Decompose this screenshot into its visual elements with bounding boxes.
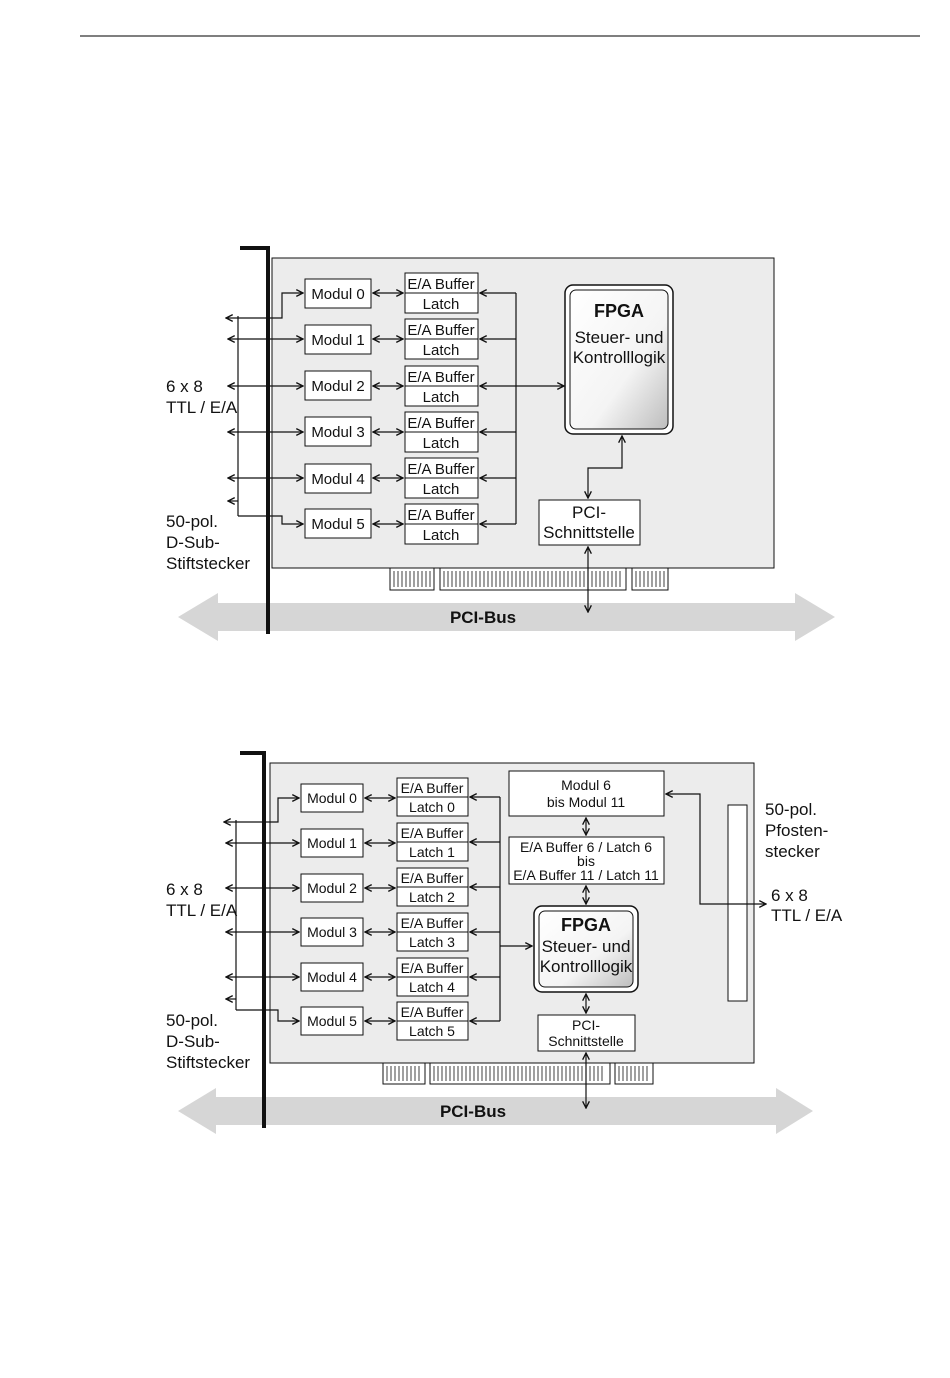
svg-text:E/A Buffer: E/A Buffer xyxy=(407,507,474,524)
pci-bus-label: PCI-Bus xyxy=(450,608,516,627)
connector-label-2: D-Sub- xyxy=(166,1032,220,1051)
svg-text:Latch: Latch xyxy=(423,389,460,406)
pci-line-1: PCI- xyxy=(572,1017,600,1033)
right-connector-label-3: stecker xyxy=(765,842,820,861)
module-0-label: Modul 0 xyxy=(311,286,364,303)
module-2-label: Modul 2 xyxy=(311,378,364,395)
right-io-link xyxy=(666,794,766,904)
diagram-1: PCI-Bus Modul 0 Modul 1 Modul 2 Modul xyxy=(166,246,835,641)
module-boxes xyxy=(300,783,364,1036)
svg-text:Latch 5: Latch 5 xyxy=(409,1023,455,1039)
buffer-range-3: E/A Buffer 11 / Latch 11 xyxy=(513,867,659,883)
fpga-sub-1: Steuer- und xyxy=(575,328,664,347)
buffer-range-2: bis xyxy=(577,853,595,869)
left-io-label-1: 6 x 8 xyxy=(166,880,203,899)
connector-label-1: 50-pol. xyxy=(166,1011,218,1030)
svg-text:Latch 4: Latch 4 xyxy=(409,979,455,995)
svg-text:Latch 0: Latch 0 xyxy=(409,799,455,815)
svg-text:Latch: Latch xyxy=(423,527,460,544)
svg-text:Latch: Latch xyxy=(423,481,460,498)
fpga-sub-2: Kontrolllogik xyxy=(540,957,633,976)
module-range-1: Modul 6 xyxy=(561,777,611,793)
buffer-latch-labels: E/A Buffer Latch 0 E/A Buffer Latch 1 E/… xyxy=(401,780,464,1039)
buffer-latch-boxes xyxy=(404,272,479,545)
module-buffer-arrows xyxy=(373,293,403,524)
pci-interface xyxy=(538,499,641,546)
svg-text:Latch: Latch xyxy=(423,435,460,452)
module-4-label: Modul 4 xyxy=(307,969,357,985)
internal-bus xyxy=(480,293,564,524)
pci-bus-arrow xyxy=(178,593,835,641)
left-io-label-2: TTL / E/A xyxy=(166,398,238,417)
edge-connector xyxy=(389,567,669,591)
module-2-label: Modul 2 xyxy=(307,880,357,896)
right-connector-label-2: Pfosten- xyxy=(765,821,828,840)
module-range-box xyxy=(508,770,665,817)
connector-label-2: D-Sub- xyxy=(166,533,220,552)
internal-bus xyxy=(470,797,532,1021)
left-io-label-2: TTL / E/A xyxy=(166,901,238,920)
module-3-label: Modul 3 xyxy=(311,424,364,441)
pci-interface xyxy=(537,1014,636,1052)
pci-bus-label: PCI-Bus xyxy=(440,1102,506,1121)
svg-text:E/A Buffer: E/A Buffer xyxy=(401,1004,464,1020)
right-io-label-1: 6 x 8 xyxy=(771,886,808,905)
pci-line-1: PCI- xyxy=(572,503,606,522)
fpga-chip xyxy=(569,289,669,430)
svg-text:E/A Buffer: E/A Buffer xyxy=(407,322,474,339)
connector-label-1: 50-pol. xyxy=(166,512,218,531)
buffer-latch-boxes xyxy=(396,777,469,1041)
fpga-pci-link xyxy=(588,436,622,498)
module-0-label: Modul 0 xyxy=(307,790,357,806)
svg-text:Latch 2: Latch 2 xyxy=(409,889,455,905)
svg-text:E/A Buffer: E/A Buffer xyxy=(407,369,474,386)
svg-text:E/A Buffer: E/A Buffer xyxy=(401,870,464,886)
svg-text:Latch 3: Latch 3 xyxy=(409,934,455,950)
left-wiring xyxy=(224,798,299,1021)
fpga-sub-2: Kontrolllogik xyxy=(573,348,666,367)
module-5-label: Modul 5 xyxy=(311,516,364,533)
right-io-label-2: TTL / E/A xyxy=(771,906,843,925)
svg-text:E/A Buffer: E/A Buffer xyxy=(407,276,474,293)
fpga-title: FPGA xyxy=(561,915,611,935)
svg-text:Latch: Latch xyxy=(423,296,460,313)
module-3-label: Modul 3 xyxy=(307,924,357,940)
svg-text:E/A Buffer: E/A Buffer xyxy=(401,915,464,931)
module-4-label: Modul 4 xyxy=(311,471,364,488)
slot-bracket xyxy=(240,751,266,1128)
pci-line-2: Schnittstelle xyxy=(543,523,635,542)
fpga-sub-1: Steuer- und xyxy=(542,937,631,956)
edge-connector xyxy=(382,1062,654,1085)
module-buffer-arrows xyxy=(365,798,395,1021)
left-wiring xyxy=(226,293,303,524)
svg-text:E/A Buffer: E/A Buffer xyxy=(407,415,474,432)
svg-text:E/A Buffer: E/A Buffer xyxy=(401,960,464,976)
module-boxes xyxy=(304,278,372,539)
module-1-label: Modul 1 xyxy=(311,332,364,349)
pci-line-2: Schnittstelle xyxy=(548,1033,624,1049)
buffer-range-box xyxy=(508,836,665,885)
fpga-chip xyxy=(538,910,634,988)
connector-label-3: Stiftstecker xyxy=(166,1053,250,1072)
header-connector xyxy=(727,804,748,1002)
svg-text:E/A Buffer: E/A Buffer xyxy=(407,461,474,478)
slot-bracket xyxy=(240,246,270,634)
pci-bus-arrow xyxy=(178,1088,813,1134)
svg-text:E/A Buffer: E/A Buffer xyxy=(401,825,464,841)
module-5-label: Modul 5 xyxy=(307,1013,357,1029)
buffer-range-1: E/A Buffer 6 / Latch 6 xyxy=(520,839,652,855)
svg-text:Latch 1: Latch 1 xyxy=(409,844,455,860)
fpga-title: FPGA xyxy=(594,301,644,321)
module-range-2: bis Modul 11 xyxy=(547,794,626,810)
diagram-2: PCI-Bus Modul 0 Modul 1 Modul 2 xyxy=(166,751,843,1134)
svg-text:Latch: Latch xyxy=(423,342,460,359)
right-connector-label-1: 50-pol. xyxy=(765,800,817,819)
left-io-label-1: 6 x 8 xyxy=(166,377,203,396)
buffer-latch-labels: E/A Buffer Latch E/A Buffer Latch E/A Bu… xyxy=(407,276,474,544)
module-1-label: Modul 1 xyxy=(307,835,357,851)
svg-text:E/A Buffer: E/A Buffer xyxy=(401,780,464,796)
connector-label-3: Stiftstecker xyxy=(166,554,250,573)
